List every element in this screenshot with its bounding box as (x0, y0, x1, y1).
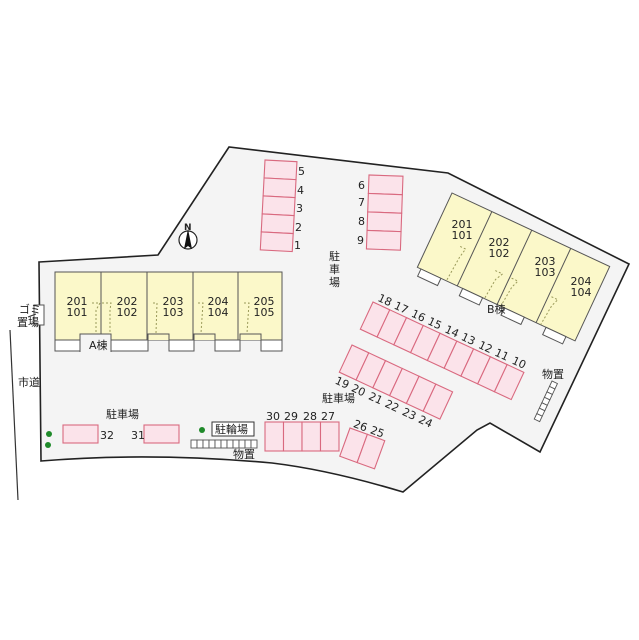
unit-a-203: 203 (163, 295, 184, 308)
slot-7: 7 (358, 196, 365, 209)
garbage-label-1: ゴミ (19, 302, 41, 316)
unit-b-202: 202 (489, 236, 510, 249)
slot-17: 17 (392, 299, 410, 317)
building-a-balconies (54, 339, 283, 352)
slot-20: 20 (349, 382, 367, 400)
slot-28: 28 (303, 410, 317, 423)
unit-a-103: 103 (163, 306, 184, 319)
unit-a-101: 101 (67, 306, 88, 319)
slot-16: 16 (409, 307, 427, 325)
unit-b-101: 101 (452, 229, 473, 242)
parking-label-middle: 駐車場 (322, 391, 355, 405)
building-b-units: 201 101 202 102 203 103 204 104 (452, 218, 592, 299)
slot-11: 11 (493, 346, 511, 364)
unit-a-204: 204 (208, 295, 229, 308)
slot-6: 6 (358, 179, 365, 192)
slot-18: 18 (376, 291, 394, 309)
unit-a-102: 102 (117, 306, 138, 319)
unit-b-104: 104 (571, 286, 592, 299)
unit-b-204: 204 (571, 275, 592, 288)
storage-bottom: 物置 (190, 439, 258, 461)
slot-2: 2 (295, 221, 302, 234)
parking-31-32: 駐車場 32 31 (62, 407, 180, 444)
city-road: 市道 (9, 329, 40, 501)
storage-label-bottom: 物置 (233, 447, 255, 461)
slot-3: 3 (296, 202, 303, 215)
building-a-label: A棟 (89, 338, 108, 352)
slot-12: 12 (476, 338, 494, 356)
slot-9: 9 (357, 234, 364, 247)
parking-27-30: 30 29 28 27 (264, 410, 340, 452)
compass-label: N (184, 223, 192, 233)
building-b (416, 192, 611, 345)
parking-25-26: 26 25 (339, 417, 386, 470)
tree-icon (45, 442, 51, 448)
tree-icon (199, 427, 205, 433)
unit-b-102: 102 (489, 247, 510, 260)
parking-label-vertical-3: 場 (329, 276, 340, 289)
parking-label-vertical-1: 駐 (329, 249, 340, 263)
bicycle-parking: 駐輪場 (211, 421, 255, 437)
slot-5: 5 (298, 165, 305, 178)
parking-label-left: 駐車場 (106, 407, 139, 421)
building-a-units: 201 101 202 102 203 103 204 104 205 105 (67, 295, 275, 319)
unit-a-205: 205 (254, 295, 275, 308)
slot-19: 19 (333, 374, 351, 392)
tree-icon (46, 431, 52, 437)
unit-a-202: 202 (117, 295, 138, 308)
slot-29: 29 (284, 410, 298, 423)
slot-30: 30 (266, 410, 280, 423)
storage-right: 物置 (533, 367, 564, 423)
parking-6-9 (365, 174, 404, 251)
bicycle-parking-label: 駐輪場 (215, 422, 248, 436)
unit-b-103: 103 (535, 266, 556, 279)
slot-15: 15 (426, 315, 444, 333)
building-a: 201 101 202 102 203 103 204 104 205 105 … (54, 271, 283, 352)
unit-a-105: 105 (254, 306, 275, 319)
slot-10: 10 (510, 354, 528, 372)
slot-24: 24 (416, 413, 434, 431)
slot-13: 13 (459, 330, 477, 348)
slot-25: 25 (368, 424, 386, 441)
parking-10-18: 18 17 16 15 14 13 12 11 10 (359, 291, 528, 401)
slot-21: 21 (367, 390, 385, 408)
slot-8: 8 (358, 215, 365, 228)
parking-label-vertical-2: 車 (329, 262, 340, 276)
north-arrow-icon: N (178, 223, 198, 250)
parking-1-5 (259, 159, 298, 253)
unit-b-203: 203 (535, 255, 556, 268)
garbage-label-2: 置場 (17, 316, 39, 329)
road-label: 市道 (18, 375, 40, 389)
slot-4: 4 (297, 184, 304, 197)
unit-a-201: 201 (67, 295, 88, 308)
garbage-area: ゴミ 置場 (17, 302, 45, 329)
unit-a-104: 104 (208, 306, 229, 319)
unit-b-201: 201 (452, 218, 473, 231)
slot-27: 27 (321, 410, 335, 423)
slot-14: 14 (443, 323, 461, 341)
slot-32: 32 (100, 429, 114, 442)
slot-31: 31 (131, 429, 145, 442)
slot-22: 22 (383, 397, 401, 415)
building-b-label: B棟 (487, 302, 506, 316)
slot-1: 1 (294, 239, 301, 252)
storage-label-right: 物置 (542, 367, 564, 381)
slot-26: 26 (352, 417, 370, 434)
parking-19-24: 19 20 21 22 23 24 (333, 344, 454, 431)
slot-23: 23 (400, 405, 418, 423)
